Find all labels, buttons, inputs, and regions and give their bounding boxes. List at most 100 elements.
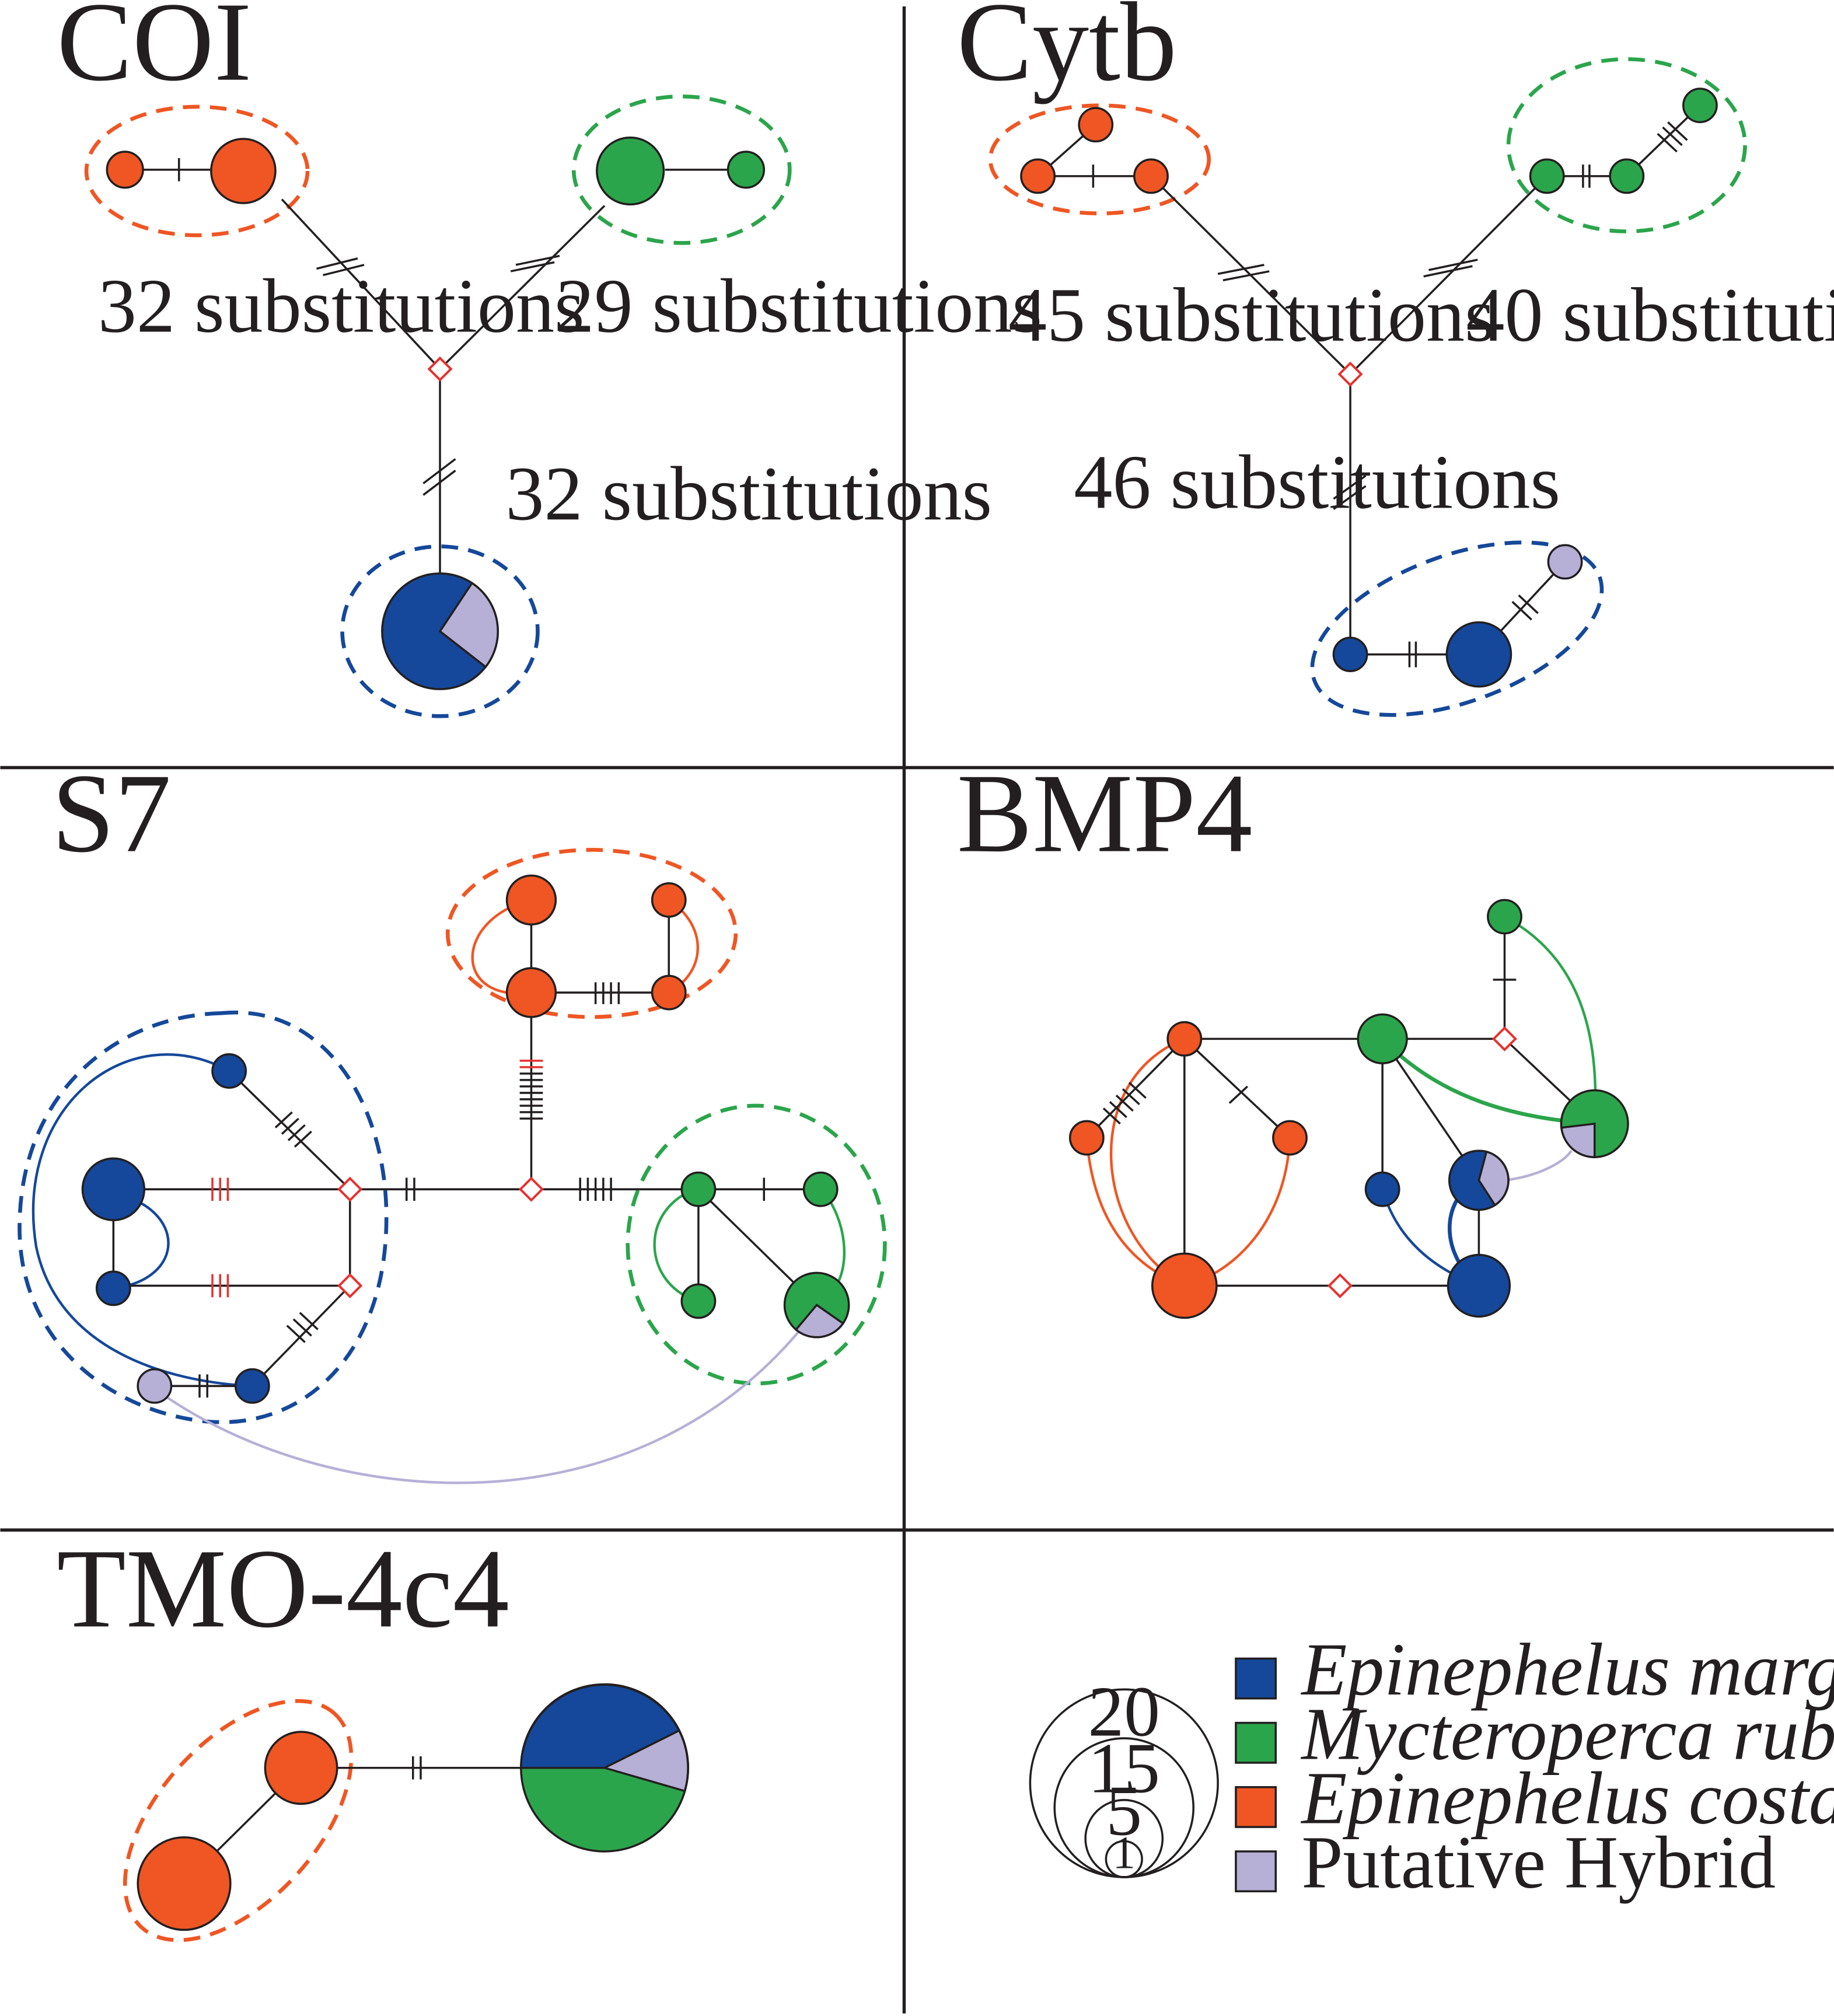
reticulation-edge <box>1504 1149 1573 1182</box>
haplotype-node <box>596 137 665 206</box>
reticulation-edge <box>32 1053 253 1388</box>
legend-label-rubra: Mycteroperca rubra <box>1300 1692 1834 1775</box>
panel-tmo-4c4: TMO-4c4 <box>57 1525 690 1942</box>
panel-title-coi: COI <box>57 0 251 104</box>
haplotype-node <box>264 1731 338 1805</box>
haplotype-node <box>95 1270 131 1306</box>
haplotype-pie-node <box>1448 1149 1510 1211</box>
haplotype-node <box>1332 637 1368 672</box>
substitutions-label: 29 substitutions <box>556 263 1042 348</box>
mutation-tick <box>1333 485 1367 510</box>
haplotype-node <box>1078 107 1114 143</box>
haplotype-node <box>680 1283 717 1319</box>
mutation-tick <box>1217 264 1264 275</box>
median-vector <box>1327 1273 1353 1298</box>
reticulation-edge <box>653 1186 699 1303</box>
substitutions-label: 32 substitutions <box>98 263 585 348</box>
cluster-marginatus <box>18 1010 389 1424</box>
haplotype-node <box>211 1053 247 1089</box>
mutation-tick <box>1333 474 1367 500</box>
reticulation-edge <box>1504 916 1597 1124</box>
panel-title-bmp4: BMP4 <box>957 750 1253 876</box>
median-vector <box>337 1176 363 1202</box>
haplotype-node <box>680 1171 717 1207</box>
haplotype-node <box>1272 1120 1308 1156</box>
cluster-costae <box>445 848 738 1019</box>
cluster-marginatus <box>340 544 540 718</box>
substitutions-label: 40 substitutions <box>1466 272 1834 358</box>
mutation-tick <box>1228 1085 1248 1104</box>
mutation-tick <box>286 1325 306 1343</box>
haplotype-node <box>1529 158 1565 194</box>
haplotype-node <box>651 974 687 1011</box>
legend-swatch-rubra <box>1235 1721 1277 1764</box>
haplotype-node <box>234 1368 270 1404</box>
mutation-tick <box>1428 258 1478 271</box>
panel-bmp4: BMP4 <box>957 750 1629 1319</box>
haplotype-node <box>1068 1120 1105 1156</box>
cluster-costae <box>123 1699 354 1942</box>
mutation-tick <box>510 261 555 272</box>
reticulation-edge <box>471 899 532 995</box>
edge <box>1349 175 1548 375</box>
haplotype-node <box>137 1836 232 1931</box>
haplotype-node <box>651 882 687 918</box>
mutation-tick <box>1122 1088 1140 1106</box>
mutation-tick <box>287 1124 306 1141</box>
panel-s7: S7 <box>18 750 887 1484</box>
reticulation-edge <box>153 1308 818 1484</box>
scale-label-1: 1 <box>1112 1828 1136 1879</box>
mutation-tick <box>316 257 358 270</box>
haplotype-pie-node <box>783 1271 850 1339</box>
substitutions-label: 46 substitutions <box>1074 439 1560 525</box>
haplotype-node <box>1020 158 1056 194</box>
haplotype-node <box>1364 1171 1400 1207</box>
haplotype-node <box>1166 1021 1203 1057</box>
haplotype-node <box>1547 544 1583 580</box>
scale-label-15: 15 <box>1088 1728 1160 1808</box>
mutation-tick <box>1115 1095 1134 1112</box>
panel-title-tmo: TMO-4c4 <box>57 1525 509 1651</box>
cluster-rubra <box>626 1103 887 1386</box>
haplotype-node <box>1357 1013 1408 1065</box>
mutation-tick <box>299 1312 319 1330</box>
size-scale <box>1029 1688 1219 1878</box>
edge <box>439 205 606 370</box>
mutation-tick <box>1662 126 1683 146</box>
panel-coi: COI 32 subst <box>57 0 1042 718</box>
median-vector <box>1337 361 1363 387</box>
mutation-tick <box>1128 1082 1147 1099</box>
cluster-rubra <box>571 94 792 245</box>
mutation-tick <box>292 1318 312 1337</box>
cluster-costae <box>988 103 1211 216</box>
mutation-tick <box>281 1117 299 1135</box>
panel-cytb: Cytb <box>957 0 1834 717</box>
mutation-tick <box>1657 132 1678 153</box>
mutation-tick <box>1102 1107 1121 1125</box>
mutation-tick <box>323 264 365 277</box>
haplotype-node <box>1682 88 1718 124</box>
reticulation-edge <box>1110 1037 1185 1287</box>
cluster-marginatus <box>1310 540 1604 717</box>
substitutions-label: 45 substitutions <box>1008 272 1495 358</box>
edge <box>281 198 441 370</box>
haplotype-node <box>210 138 277 204</box>
haplotype-node <box>1609 158 1645 194</box>
scale-label-20: 20 <box>1088 1672 1160 1752</box>
mutation-tick <box>515 254 560 266</box>
haplotype-node <box>1133 158 1169 194</box>
haplotype-node <box>1447 1253 1511 1318</box>
haplotype-node <box>802 1171 839 1207</box>
mutation-tick <box>294 1130 312 1148</box>
edge <box>251 1285 351 1387</box>
cluster-costae <box>84 104 310 237</box>
haplotype-node <box>505 967 557 1018</box>
legend: 20 15 5 1 Epinephelus marginatus Myctero… <box>1029 1628 1834 1904</box>
haplotype-pie-node <box>381 572 499 690</box>
mutation-tick <box>1222 270 1270 282</box>
panel-title-cytb: Cytb <box>957 0 1177 104</box>
legend-swatch-costae <box>1235 1786 1277 1828</box>
legend-swatch-marginatus <box>1235 1657 1277 1700</box>
edge <box>1183 1038 1291 1139</box>
haplotype-node <box>1151 1252 1218 1319</box>
